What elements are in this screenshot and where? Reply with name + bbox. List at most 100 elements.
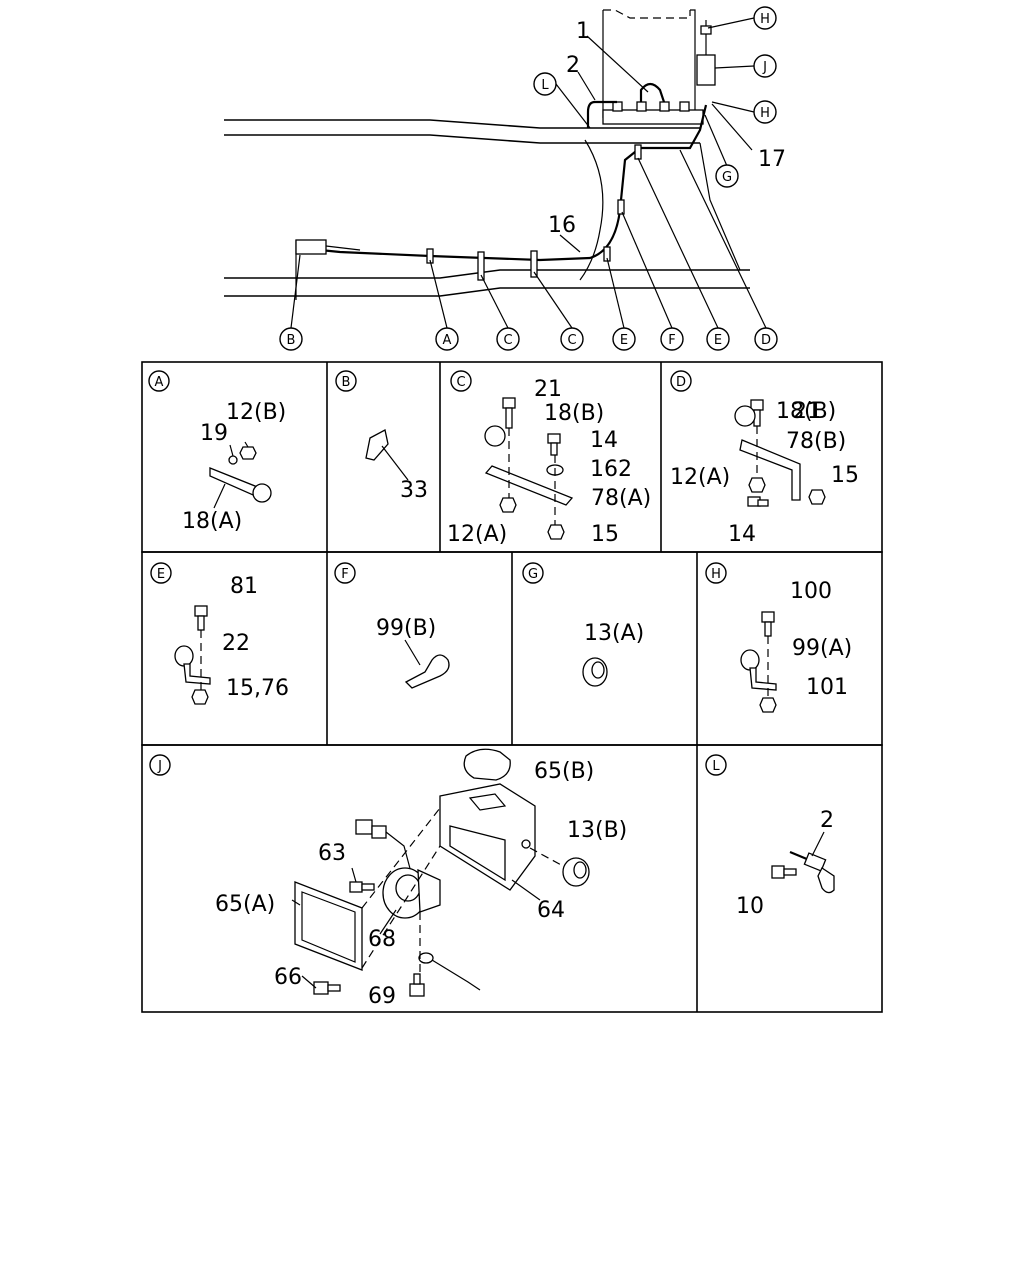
panel-g-letter-circle: [522, 562, 544, 584]
callout-b-label: B: [287, 333, 296, 348]
panel-e-label-22: 22: [222, 631, 250, 656]
callout-h-top: [753, 6, 777, 30]
callout-a-label: A: [443, 333, 452, 348]
bolt-66-shank: [327, 984, 341, 992]
panel-a: A 12(B) 19 18(A): [148, 370, 286, 534]
panel-l-label-2: 2: [820, 808, 834, 833]
part-label-16: 16: [548, 213, 576, 238]
nut-12b: [239, 446, 257, 460]
panel-d-label-14: 14: [728, 522, 756, 547]
callout-h-mid: [753, 100, 777, 124]
panel-e-letter-circle: [150, 562, 172, 584]
panel-f: F 99(B): [334, 562, 450, 689]
panel-e-label-15-76: 15,76: [226, 676, 289, 701]
bolt-14-shank-c: [550, 442, 558, 456]
bolt-14-shank-d: [757, 499, 769, 507]
panel-c-label-12a: 12(A): [447, 522, 507, 547]
nut-15-76: [191, 689, 209, 705]
panel-h: H 100 99(A) 101: [705, 562, 852, 713]
clip-22: [174, 645, 194, 667]
panel-l-letter-circle: [705, 754, 727, 776]
panel-j-label-64: 64: [537, 898, 565, 923]
bolt-69-head: [409, 983, 425, 997]
clip-99a: [740, 649, 760, 671]
panel-j-letter: J: [157, 759, 162, 774]
clip-99a-foot: [749, 667, 777, 691]
clip-33: [365, 429, 389, 461]
panel-j-label-13b: 13(B): [567, 818, 627, 843]
washer-19: [228, 455, 238, 465]
panel-a-label-18a: 18(A): [182, 509, 242, 534]
panel-d-label-21: 21: [793, 399, 821, 424]
gasket-65a: [294, 881, 363, 971]
part-label-1: 1: [576, 19, 590, 44]
panel-c: C 21 18(B) 14 162 78(A) 12(A) 15: [447, 370, 651, 547]
panel-h-letter: H: [711, 567, 721, 582]
panel-h-label-100: 100: [790, 579, 832, 604]
connector-body: [371, 825, 387, 839]
box-64-front: [449, 825, 506, 882]
bolt-10-shank: [783, 868, 797, 876]
bolt-81-head: [194, 605, 208, 617]
callout-g: [715, 164, 739, 188]
part-label-17: 17: [758, 147, 786, 172]
callout-g-label: G: [722, 170, 732, 185]
panel-h-label-99a: 99(A): [792, 636, 852, 661]
callout-c1-label: C: [503, 333, 512, 348]
panel-g-label-13a: 13(A): [584, 621, 644, 646]
panel-e-label-81: 81: [230, 574, 258, 599]
bracket-78a: [484, 465, 574, 506]
callout-d: [754, 327, 778, 351]
callout-j-label: J: [762, 60, 767, 75]
overview-drawing: [224, 9, 767, 329]
panel-c-letter-circle: [450, 370, 472, 392]
clip-99b: [404, 654, 450, 689]
cover-65b: [463, 748, 511, 781]
panel-b-label-33: 33: [400, 478, 428, 503]
nut-101: [759, 697, 777, 713]
panel-j-letter-circle: [149, 754, 171, 776]
panel-b-letter: B: [342, 375, 351, 390]
bolt-21-shank: [505, 407, 513, 429]
callout-a: [435, 327, 459, 351]
nut-12a-d: [748, 477, 766, 493]
panel-j-label-68: 68: [368, 927, 396, 952]
panel-e-letter: E: [157, 567, 165, 582]
callout-f-label: F: [668, 333, 675, 348]
terminal-l: [817, 867, 835, 894]
bracket-78b: [739, 439, 801, 501]
callout-f: [660, 327, 684, 351]
bolt-100-head: [761, 611, 775, 623]
callout-b: [279, 327, 303, 351]
panel-d: D 21 18(B) 78(B) 12(A) 15 14: [670, 370, 859, 547]
bolt-63-shank: [361, 883, 375, 891]
clip-22-foot: [183, 663, 211, 685]
callout-e1-label: E: [620, 333, 628, 348]
panel-g: G 13(A): [522, 562, 644, 687]
panel-f-letter: F: [341, 567, 348, 582]
bolt-63-head: [349, 881, 363, 893]
panel-c-label-14: 14: [590, 428, 618, 453]
panel-d-label-18b: 18(B): [776, 399, 836, 424]
callout-h-mid-label: H: [760, 106, 770, 121]
nut-15-d: [808, 489, 826, 505]
nut-12a-c: [499, 497, 517, 513]
panel-c-label-18b: 18(B): [544, 401, 604, 426]
switch-68-body: [417, 868, 441, 913]
terminal-ring: [418, 952, 434, 964]
panel-f-letter-circle: [334, 562, 356, 584]
panel-a-letter-circle: [148, 370, 170, 392]
clip-18b-c: [484, 425, 506, 447]
bolt-21-head: [502, 397, 516, 409]
panel-l-letter: L: [712, 759, 720, 774]
panel-d-letter: D: [676, 375, 686, 390]
bolt-69-shank: [413, 973, 421, 985]
callout-d-label: D: [761, 333, 771, 348]
bolt-10-head: [771, 865, 785, 879]
panel-h-letter-circle: [705, 562, 727, 584]
part-label-2: 2: [566, 53, 580, 78]
clip-a: [252, 483, 272, 503]
panel-j-label-63: 63: [318, 841, 346, 866]
box-64-hole: [521, 839, 531, 849]
